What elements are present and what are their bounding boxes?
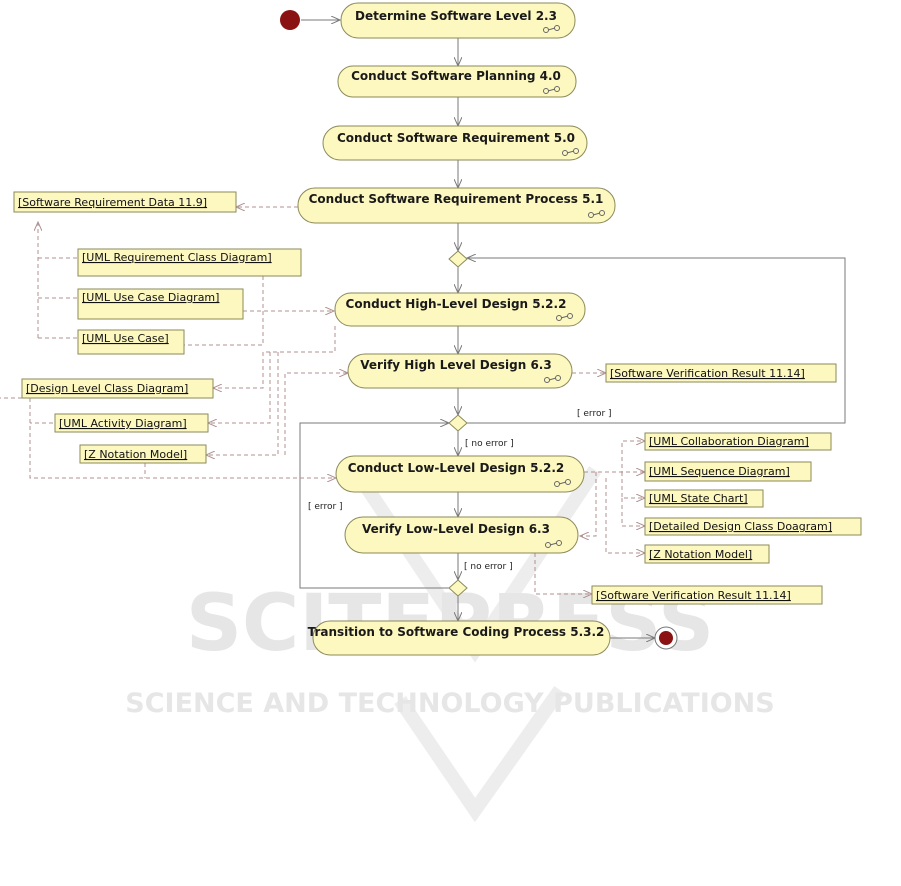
activity-software-requirement[interactable]: Conduct Software Requirement 5.0	[322, 125, 588, 161]
object-z-notation-model-detailed[interactable]: [Z Notation Model]	[644, 544, 770, 564]
object-uml-requirement-class-diagram[interactable]: [UML Requirement Class Diagram]	[77, 248, 302, 277]
svg-text:[Detailed Design Class Doagram: [Detailed Design Class Doagram]	[649, 520, 832, 533]
start-node	[280, 10, 300, 30]
svg-text:Transition to Software Coding: Transition to Software Coding Process 5.…	[308, 625, 605, 639]
activity-software-planning[interactable]: Conduct Software Planning 4.0	[337, 65, 577, 98]
object-detailed-design-class-diagram[interactable]: [Detailed Design Class Doagram]	[644, 517, 862, 536]
object-uml-activity-diagram[interactable]: [UML Activity Diagram]	[54, 413, 209, 433]
svg-text:[UML Requirement Class Diagram: [UML Requirement Class Diagram]	[82, 251, 272, 264]
end-node	[654, 626, 678, 650]
svg-text:Conduct Software Planning 4.0: Conduct Software Planning 4.0	[351, 69, 561, 83]
svg-text:Conduct High-Level Design 5.2.: Conduct High-Level Design 5.2.2	[346, 297, 567, 311]
object-uml-use-case[interactable]: [UML Use Case]	[77, 329, 185, 355]
object-software-verification-result-high[interactable]: [Software Verification Result 11.14]	[605, 363, 837, 383]
svg-text:[Software Verification Result: [Software Verification Result 11.14]	[610, 367, 805, 380]
svg-text:Determine Software Level 2.3: Determine Software Level 2.3	[355, 9, 557, 23]
svg-text:Conduct Low-Level Design 5.2.2: Conduct Low-Level Design 5.2.2	[348, 461, 565, 475]
object-uml-state-chart[interactable]: [UML State Chart]	[644, 489, 764, 508]
svg-text:Verify Low-Level Design 6.3: Verify Low-Level Design 6.3	[362, 522, 550, 536]
svg-text:[Software Requirement Data 11.: [Software Requirement Data 11.9]	[18, 196, 207, 209]
svg-text:Conduct Software Requirement P: Conduct Software Requirement Process 5.1	[309, 192, 604, 206]
subactivity-icons	[543, 25, 605, 548]
svg-text:[UML State Chart]: [UML State Chart]	[649, 492, 748, 505]
object-software-requirement-data[interactable]: [Software Requirement Data 11.9]	[13, 191, 237, 213]
watermark-subtitle: SCIENCE AND TECHNOLOGY PUBLICATIONS	[125, 688, 774, 719]
object-uml-use-case-diagram[interactable]: [UML Use Case Diagram]	[77, 288, 244, 320]
control-flows	[299, 20, 846, 638]
svg-text:Verify High Level Design 6.3: Verify High Level Design 6.3	[360, 358, 551, 372]
activity-low-level-design[interactable]: Conduct Low-Level Design 5.2.2	[335, 455, 585, 493]
object-design-level-class-diagram[interactable]: [Design Level Class Diagram]	[21, 378, 214, 399]
activity-verify-high-level-design[interactable]: Verify High Level Design 6.3	[347, 353, 573, 389]
svg-text:[UML Sequence Diagram]: [UML Sequence Diagram]	[649, 465, 790, 478]
guard-error-low: [ error ]	[308, 502, 343, 512]
object-software-verification-result-low[interactable]: [Software Verification Result 11.14]	[591, 585, 823, 605]
activity-requirement-process[interactable]: Conduct Software Requirement Process 5.1	[297, 187, 616, 224]
guard-error-high: [ error ]	[577, 409, 612, 419]
svg-text:[Z Notation Model]: [Z Notation Model]	[649, 548, 752, 561]
activity-high-level-design[interactable]: Conduct High-Level Design 5.2.2	[334, 292, 586, 327]
guard-no-error-low: [ no error ]	[464, 562, 513, 572]
object-uml-collaboration-diagram[interactable]: [UML Collaboration Diagram]	[644, 432, 832, 451]
svg-text:[Software Verification Result: [Software Verification Result 11.14]	[596, 589, 791, 602]
svg-text:[UML Use Case]: [UML Use Case]	[82, 332, 169, 345]
activity-determine-level[interactable]: Determine Software Level 2.3	[340, 2, 576, 39]
svg-text:Conduct Software Requirement 5: Conduct Software Requirement 5.0	[337, 131, 575, 145]
activity-verify-low-level-design[interactable]: Verify Low-Level Design 6.3	[344, 516, 579, 554]
merge-node-top	[448, 250, 468, 268]
svg-text:[Z Notation Model]: [Z Notation Model]	[84, 448, 187, 461]
svg-text:[UML Activity Diagram]: [UML Activity Diagram]	[59, 417, 187, 430]
object-z-notation-model-design[interactable]: [Z Notation Model]	[79, 444, 207, 464]
object-flows	[0, 207, 645, 594]
object-uml-sequence-diagram[interactable]: [UML Sequence Diagram]	[644, 461, 812, 482]
decision-node-low-level	[448, 579, 468, 597]
svg-text:[UML Use Case Diagram]: [UML Use Case Diagram]	[82, 291, 219, 304]
decision-node-high-level	[448, 414, 468, 432]
guard-no-error-high: [ no error ]	[465, 439, 514, 449]
svg-text:[Design Level Class Diagram]: [Design Level Class Diagram]	[26, 382, 188, 395]
svg-text:[UML Collaboration Diagram]: [UML Collaboration Diagram]	[649, 435, 809, 448]
activity-transition-to-coding[interactable]: Transition to Software Coding Process 5.…	[308, 620, 611, 656]
